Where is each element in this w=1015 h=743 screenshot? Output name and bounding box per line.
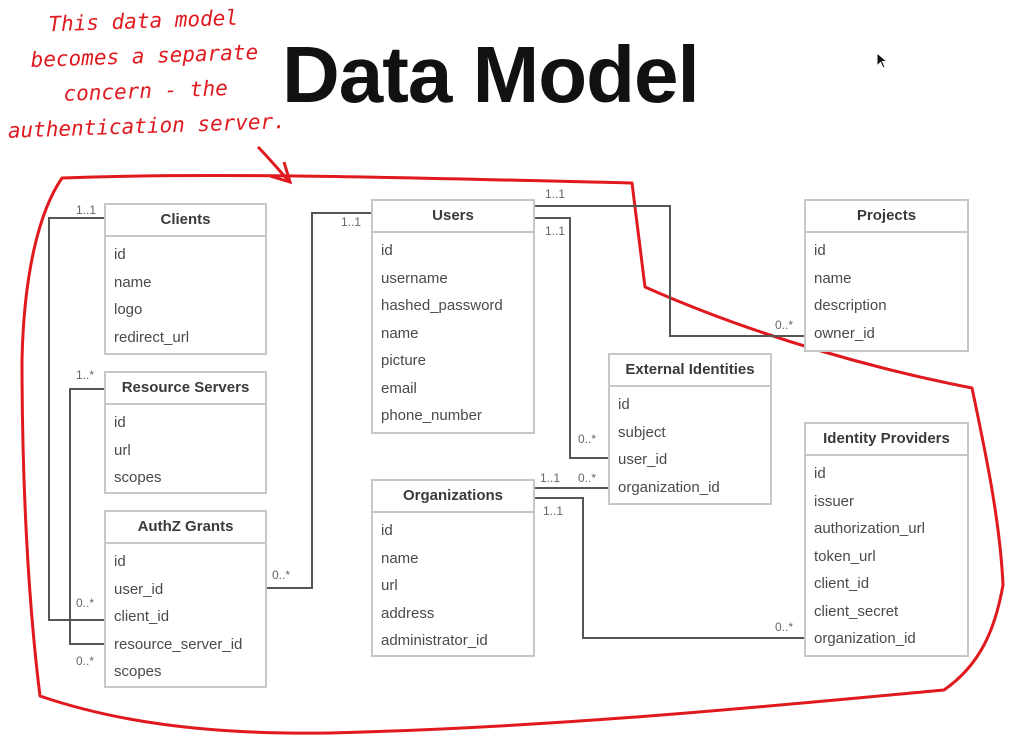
cardinality-label: 0..* <box>578 471 597 485</box>
cardinality-label: 0..* <box>775 620 794 634</box>
entity-authz-grants[interactable]: AuthZ Grants id user_id client_id resour… <box>104 510 267 688</box>
entity-field: subject <box>618 423 666 441</box>
cardinality-label: 1..1 <box>540 471 561 485</box>
boundary-outline <box>20 173 1005 735</box>
entity-identity-providers[interactable]: Identity Providers id issuer authorizati… <box>804 422 969 657</box>
mouse-cursor-icon <box>876 52 889 69</box>
entity-field: address <box>381 604 435 622</box>
entity-field: client_secret <box>814 602 899 620</box>
connector-users-ext <box>534 217 609 459</box>
entity-field: user_id <box>618 451 668 468</box>
entity-field: id <box>114 414 126 431</box>
cardinality-label: 1..1 <box>76 203 97 217</box>
connector-rs-grants <box>69 388 105 645</box>
connector-grants-users <box>266 212 372 589</box>
entity-title: External Identities <box>610 355 770 387</box>
entity-title: Identity Providers <box>806 424 967 456</box>
entity-title: AuthZ Grants <box>106 512 265 544</box>
entity-field: client_id <box>114 608 170 625</box>
entity-field: logo <box>114 301 143 318</box>
connector-org-idp <box>534 497 805 639</box>
connector-users-projects <box>534 205 805 337</box>
entity-field: name <box>381 324 419 342</box>
entity-field: authorization_url <box>814 520 925 537</box>
entity-field: user_id <box>114 580 164 598</box>
entity-field: url <box>381 577 398 594</box>
connector-clients-grants <box>48 217 105 621</box>
cardinality-label: 1..1 <box>543 504 564 518</box>
entity-field: id <box>381 242 393 259</box>
entity-field: name <box>114 273 152 291</box>
entity-title: Organizations <box>373 481 533 513</box>
entity-field: description <box>814 297 887 314</box>
cardinality-label: 0..* <box>76 654 95 668</box>
entity-field: username <box>381 269 448 287</box>
cardinality-label: 0..* <box>578 432 597 446</box>
entity-users[interactable]: Users id username hashed_password name p… <box>371 199 535 434</box>
entity-field: url <box>114 441 131 459</box>
entity-organizations[interactable]: Organizations id name url address admini… <box>371 479 535 657</box>
entity-field: owner_id <box>814 324 875 342</box>
entity-field: id <box>114 553 126 570</box>
entity-field: issuer <box>814 492 855 510</box>
entity-field: scopes <box>114 663 162 680</box>
cardinality-label: 1..* <box>76 368 95 382</box>
entity-projects[interactable]: Projects id name description owner_id <box>804 199 969 352</box>
entity-title: Projects <box>806 201 967 233</box>
entity-field: name <box>381 549 419 567</box>
cardinality-label: 0..* <box>272 568 291 582</box>
entity-field: email <box>381 379 417 397</box>
entity-field: resource_server_id <box>114 635 243 653</box>
entity-title: Users <box>373 201 533 233</box>
cardinality-label: 0..* <box>775 318 794 332</box>
cardinality-label: 1..1 <box>545 187 566 201</box>
entity-title: Resource Servers <box>106 373 265 405</box>
page-title: Data Model <box>282 30 700 119</box>
entity-field: phone_number <box>381 407 482 424</box>
entity-field: id <box>381 522 393 539</box>
entity-clients[interactable]: Clients id name logo redirect_url <box>104 203 267 355</box>
cardinality-label: 1..1 <box>545 224 566 238</box>
annotation-arrow <box>256 145 290 182</box>
annotation-arrowhead <box>269 161 293 185</box>
cardinality-label: 0..* <box>76 596 95 610</box>
entity-field: picture <box>381 352 427 369</box>
entity-field: id <box>114 246 126 263</box>
entity-field: administrator_id <box>381 632 488 649</box>
entity-field: token_url <box>814 547 876 565</box>
entity-field: id <box>814 242 826 259</box>
entity-field: client_id <box>814 575 870 592</box>
entity-field: name <box>814 269 852 287</box>
entity-field: id <box>814 465 826 482</box>
cardinality-label: 1..1 <box>341 215 362 229</box>
entity-external-identities[interactable]: External Identities id subject user_id o… <box>608 353 772 505</box>
entity-field: id <box>618 396 630 413</box>
entity-field: scopes <box>114 469 162 486</box>
entity-field: redirect_url <box>114 328 190 346</box>
entity-field: organization_id <box>618 478 720 496</box>
entity-title: Clients <box>106 205 265 237</box>
entity-field: hashed_password <box>381 297 503 314</box>
entity-resource-servers[interactable]: Resource Servers id url scopes <box>104 371 267 494</box>
entity-field: organization_id <box>814 630 916 647</box>
